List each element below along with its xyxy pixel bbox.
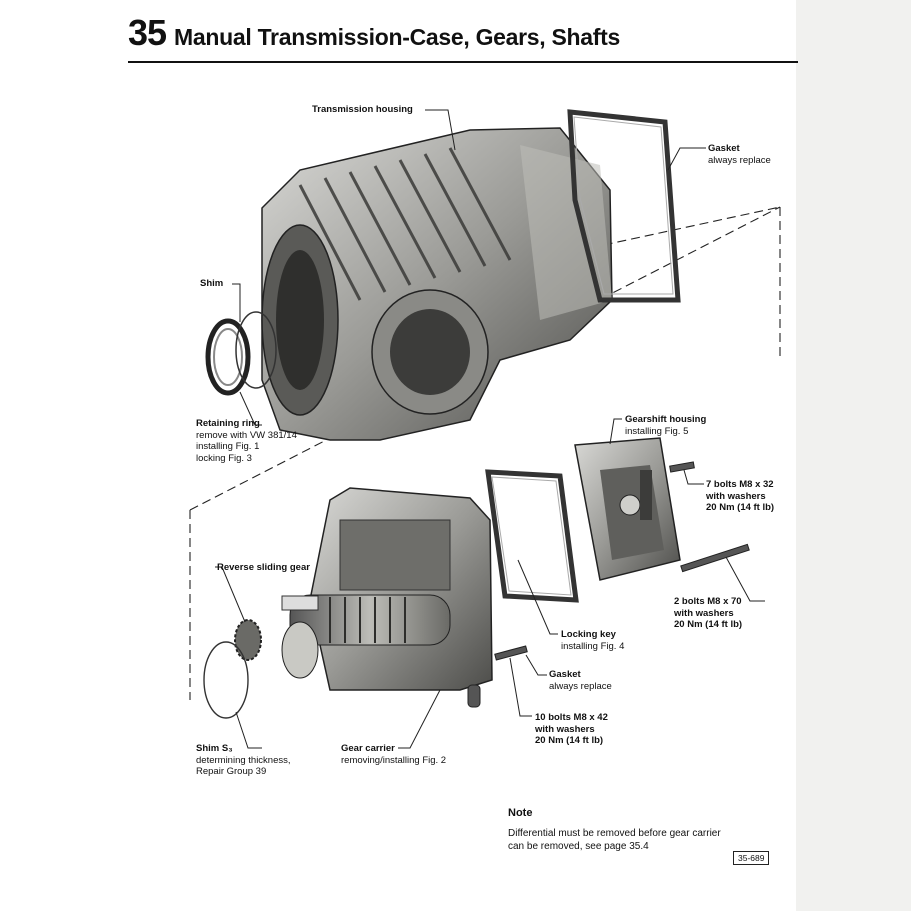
figure-number: 35-689 [733,851,770,865]
callout-title: Retaining ring [196,418,260,429]
callout-gearshift-housing: Gearshift housing installing Fig. 5 [625,414,706,437]
callout-line: always replace [549,680,612,692]
chapter-title: Manual Transmission-Case, Gears, Shafts [174,24,620,50]
alignment-lines [189,206,781,700]
callout-line: installing Fig. 5 [625,425,689,437]
callout-title: Transmission housing [312,104,413,115]
callout-title: 7 bolts M8 x 32 [706,479,774,490]
top-gasket-graphic [567,109,681,303]
note-heading: Note [508,807,533,819]
callout-gear-carrier: Gear carrier removing/installing Fig. 2 [341,743,446,766]
callout-transmission-housing: Transmission housing [312,104,413,116]
upper-shim-graphic [235,311,277,389]
callout-7-bolts: 7 bolts M8 x 32 with washers 20 Nm (14 f… [706,479,774,514]
middle-gasket-graphic [485,469,579,603]
callout-title: 10 bolts M8 x 42 [535,712,608,723]
callout-gasket-top: Gasket always replace [708,143,771,166]
retaining-ring-graphic [205,318,251,396]
callout-title: Shim S₃ [196,743,233,754]
page-header: 35 Manual Transmission-Case, Gears, Shaft… [128,12,620,54]
callout-reverse-sliding-gear: Reverse sliding gear [217,562,310,574]
callout-title: Gear carrier [341,743,395,754]
callout-line: with washers [706,490,766,502]
transmission-housing-graphic [261,127,613,441]
callout-title: Gasket [549,669,581,680]
callout-retaining-ring: Retaining ring remove with VW 381/14 ins… [196,418,297,464]
callout-locking-key: Locking key installing Fig. 4 [561,629,624,652]
callout-line: remove with VW 381/14 [196,429,297,441]
callout-title: Reverse sliding gear [217,562,310,573]
callout-line: with washers [674,607,734,619]
callout-line: installing Fig. 1 [196,441,260,452]
callout-gasket-bottom: Gasket always replace [549,669,612,692]
gearshift-housing-graphic [574,437,681,581]
callout-shim-s3: Shim S₃ determining thickness, Repair Gr… [196,743,291,778]
callout-title: Locking key [561,629,616,640]
note-text: Differential must be removed before gear… [508,828,721,852]
bolt-graphics [467,461,750,708]
callout-line: determining thickness, [196,754,291,766]
shim-s3-graphic [203,641,249,719]
callout-line: always replace [708,154,771,166]
gear-carrier-graphic [281,487,493,691]
callout-line: locking Fig. 3 [196,452,252,464]
chapter-number: 35 [128,12,167,53]
callout-line: installing Fig. 4 [561,640,625,652]
callout-title: Gearshift housing [625,414,707,425]
header-rule [128,61,798,63]
reverse-gear-graphic [234,619,262,661]
callout-line: 20 Nm (14 ft lb) [706,502,775,513]
callout-line: Repair Group 39 [196,766,267,777]
callout-title: Shim [200,278,224,289]
callout-shim-top: Shim [200,278,223,290]
callout-line: removing/installing Fig. 2 [341,754,447,766]
callout-line: 20 Nm (14 ft lb) [535,735,604,746]
page-edge [796,0,911,911]
callout-2-bolts: 2 bolts M8 x 70 with washers 20 Nm (14 f… [674,596,742,631]
callout-10-bolts: 10 bolts M8 x 42 with washers 20 Nm (14 … [535,712,608,747]
callout-line: with washers [535,723,595,735]
callout-line: 20 Nm (14 ft lb) [674,619,743,630]
callout-title: Gasket [708,143,740,154]
leader-lines [215,109,765,749]
callout-title: 2 bolts M8 x 70 [674,596,742,607]
